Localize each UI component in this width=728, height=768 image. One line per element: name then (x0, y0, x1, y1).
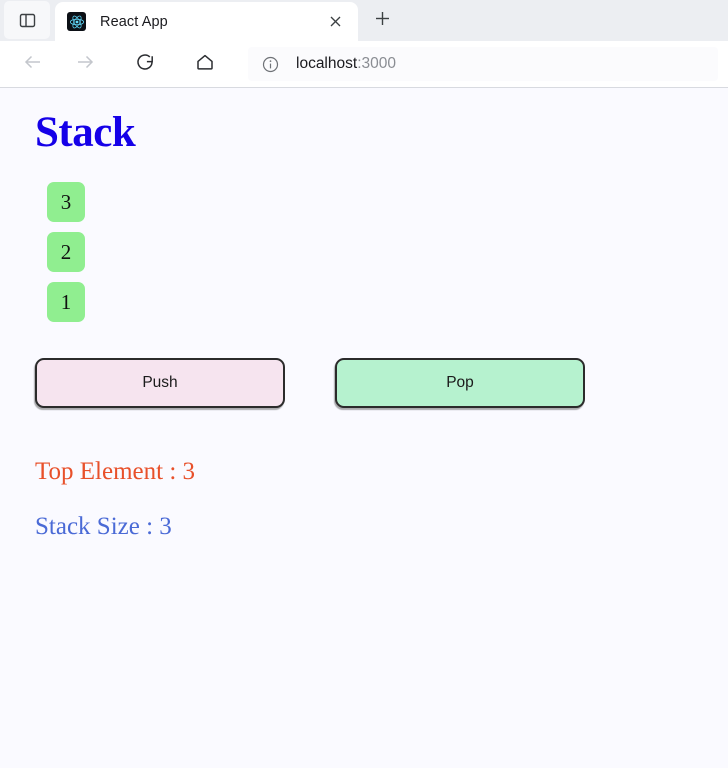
address-bar[interactable]: localhost:3000 (248, 47, 718, 81)
forward-button[interactable] (66, 47, 104, 81)
info-circle-icon[interactable] (258, 52, 282, 76)
stack-item: 1 (47, 282, 85, 322)
tab-react-app[interactable]: React App (55, 2, 358, 41)
tab-overview-icon (18, 11, 37, 30)
stack-item: 3 (47, 182, 85, 222)
address-bar-url: localhost:3000 (296, 55, 396, 73)
back-button[interactable] (14, 47, 52, 81)
browser-toolbar: localhost:3000 (0, 41, 728, 88)
page-title: Stack (35, 109, 136, 156)
arrow-right-icon (74, 51, 96, 78)
new-tab-button[interactable] (362, 3, 402, 39)
stack-visualization: 3 2 1 (35, 182, 728, 322)
address-host: localhost (296, 55, 358, 72)
stack-controls: Push Pop (35, 358, 728, 408)
tab-overview-button[interactable] (4, 1, 50, 39)
page-viewport: Stack 3 2 1 Push Pop Top Element : 3 Sta… (0, 88, 728, 768)
plus-icon (374, 10, 391, 32)
push-button[interactable]: Push (35, 358, 285, 408)
stack-item: 2 (47, 232, 85, 272)
close-icon[interactable] (322, 9, 348, 35)
home-icon (194, 51, 216, 78)
stack-size-status: Stack Size : 3 (35, 513, 172, 540)
address-port: :3000 (357, 55, 396, 72)
arrow-left-icon (22, 51, 44, 78)
react-logo-icon (67, 12, 86, 31)
reload-button[interactable] (126, 47, 164, 81)
tab-title: React App (100, 13, 168, 30)
pop-button[interactable]: Pop (335, 358, 585, 408)
home-button[interactable] (186, 47, 224, 81)
tab-strip: React App (0, 0, 728, 41)
top-element-status: Top Element : 3 (35, 458, 196, 485)
reload-icon (134, 51, 156, 78)
